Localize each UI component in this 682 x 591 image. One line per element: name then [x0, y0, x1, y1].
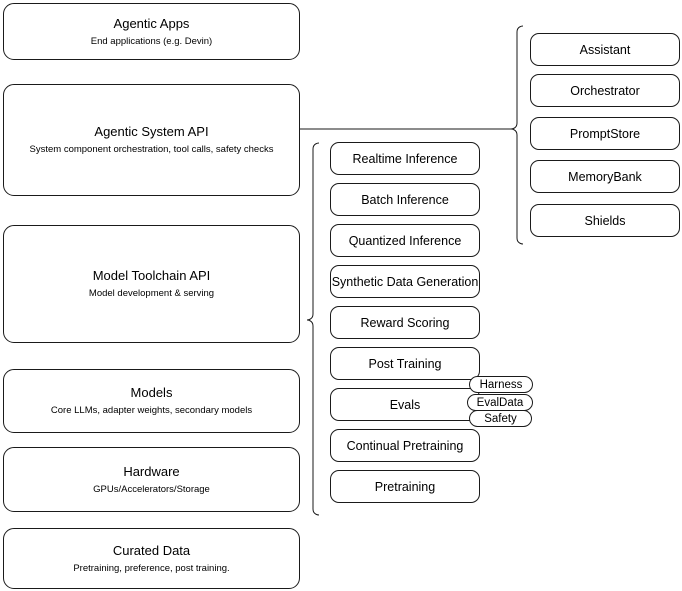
- layer-title: Agentic Apps: [113, 15, 190, 31]
- evals-pill-harness[interactable]: Harness: [469, 376, 533, 393]
- layer-subtitle: Core LLMs, adapter weights, secondary mo…: [50, 405, 253, 416]
- layer-curated-data[interactable]: Curated Data Pretraining, preference, po…: [3, 528, 300, 589]
- system-component-assistant[interactable]: Assistant: [530, 33, 680, 66]
- component-label: Quantized Inference: [348, 233, 462, 248]
- toolchain-pretraining[interactable]: Pretraining: [330, 470, 480, 503]
- toolchain-evals[interactable]: Evals: [330, 388, 480, 421]
- toolchain-reward-scoring[interactable]: Reward Scoring: [330, 306, 480, 339]
- component-label: Evals: [389, 397, 421, 412]
- component-label: Realtime Inference: [352, 151, 458, 166]
- system-component-orchestrator[interactable]: Orchestrator: [530, 74, 680, 107]
- toolchain-post-training[interactable]: Post Training: [330, 347, 480, 380]
- evals-pill-evaldata[interactable]: EvalData: [467, 394, 533, 411]
- pill-label: EvalData: [476, 396, 524, 409]
- layer-title: Models: [130, 385, 173, 400]
- layer-title: Model Toolchain API: [92, 268, 211, 283]
- layer-subtitle: GPUs/Accelerators/Storage: [93, 483, 210, 495]
- toolchain-continual-pretraining[interactable]: Continual Pretraining: [330, 429, 480, 462]
- system-component-memorybank[interactable]: MemoryBank: [530, 160, 680, 193]
- layer-agentic-apps[interactable]: Agentic Apps End applications (e.g. Devi…: [3, 3, 300, 60]
- system-component-promptstore[interactable]: PromptStore: [530, 117, 680, 150]
- component-label: Batch Inference: [361, 192, 449, 207]
- component-label: Shields: [584, 213, 626, 228]
- pill-label: Safety: [484, 412, 517, 425]
- layer-subtitle: End applications (e.g. Devin): [90, 35, 213, 47]
- layer-model-toolchain-api[interactable]: Model Toolchain API Model development & …: [3, 225, 300, 343]
- component-label: Orchestrator: [570, 83, 640, 98]
- system-api-line-connector: [298, 118, 522, 132]
- toolchain-realtime-inference[interactable]: Realtime Inference: [330, 142, 480, 175]
- layer-subtitle: Pretraining, preference, post training.: [73, 562, 230, 574]
- system-component-shields[interactable]: Shields: [530, 204, 680, 237]
- pill-label: Harness: [479, 378, 523, 391]
- layer-subtitle: Model development & serving: [88, 288, 215, 299]
- component-label: Assistant: [579, 42, 631, 57]
- evals-pill-safety[interactable]: Safety: [469, 410, 532, 427]
- toolchain-synthetic-data-generation[interactable]: Synthetic Data Generation: [330, 265, 480, 298]
- toolchain-brace-connector: [300, 138, 325, 520]
- component-label: MemoryBank: [568, 169, 642, 184]
- layer-title: Hardware: [123, 463, 180, 479]
- component-label: PromptStore: [569, 126, 641, 141]
- component-label: Pretraining: [374, 479, 436, 494]
- component-label: Synthetic Data Generation: [331, 274, 479, 289]
- layer-title: Agentic System API: [94, 124, 209, 139]
- component-label: Reward Scoring: [360, 315, 450, 330]
- toolchain-batch-inference[interactable]: Batch Inference: [330, 183, 480, 216]
- layer-title: Curated Data: [112, 542, 191, 558]
- layer-subtitle: System component orchestration, tool cal…: [29, 144, 274, 155]
- layer-models[interactable]: Models Core LLMs, adapter weights, secon…: [3, 369, 300, 433]
- component-label: Continual Pretraining: [346, 438, 464, 453]
- layer-hardware[interactable]: Hardware GPUs/Accelerators/Storage: [3, 447, 300, 512]
- layer-agentic-system-api[interactable]: Agentic System API System component orch…: [3, 84, 300, 196]
- toolchain-quantized-inference[interactable]: Quantized Inference: [330, 224, 480, 257]
- component-label: Post Training: [368, 356, 442, 371]
